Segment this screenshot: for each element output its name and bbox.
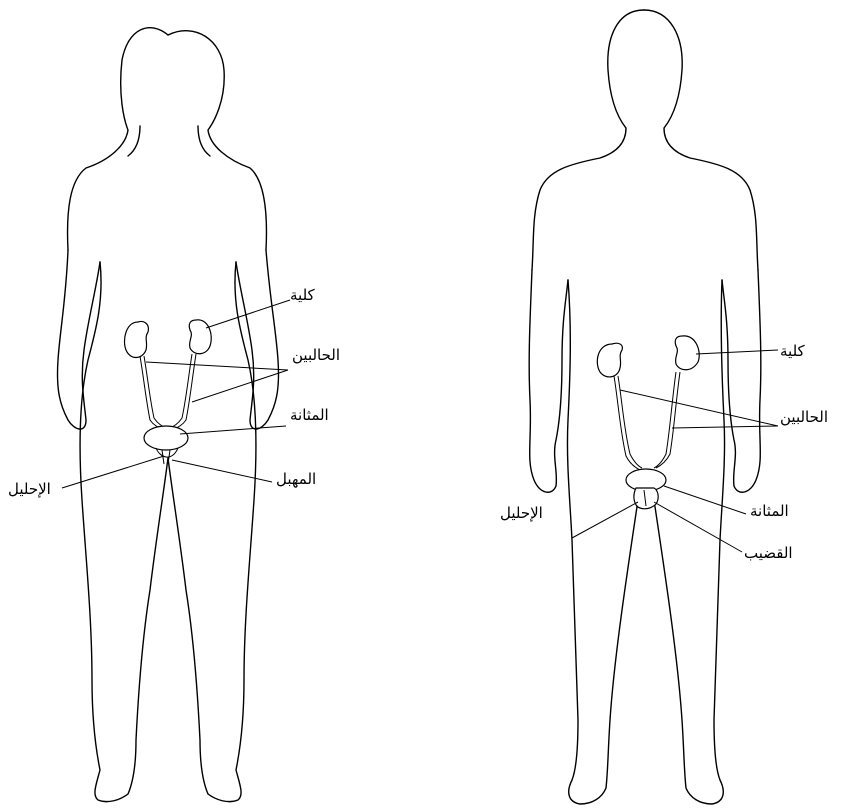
male-kidney-label: كلية: [780, 342, 805, 360]
male-urethra-label: الإحليل: [500, 504, 543, 522]
male-ureters-label: الحالبين: [780, 408, 828, 426]
female-bladder-leader: [180, 426, 286, 434]
male-urethra-leader: [572, 502, 638, 538]
female-head-outline-right: [168, 31, 266, 250]
male-kidney-leader: [696, 350, 778, 354]
male-ureter-left: [614, 376, 640, 470]
female-neck-left: [128, 126, 140, 156]
male-ureter-left-b: [618, 376, 642, 468]
female-vagina-leader: [172, 460, 272, 482]
male-left-arm: [529, 270, 568, 492]
male-kidney-right: [675, 336, 699, 370]
female-ureters-leader-2: [192, 370, 288, 402]
male-head-outline: [532, 10, 644, 270]
male-body-outline: [567, 280, 724, 804]
female-kidney-right: [189, 320, 211, 354]
female-head-outline: [68, 28, 168, 250]
male-bladder-label: المثانة: [750, 502, 789, 520]
male-head-outline-right: [644, 10, 758, 270]
male-ureter-right: [656, 372, 680, 468]
male-penis-leader: [654, 502, 742, 552]
male-penis-label: القضيب: [744, 544, 793, 562]
male-figure: [529, 10, 778, 804]
female-ureters-leader-1: [146, 362, 288, 370]
female-urethra-label: الإحليل: [8, 480, 51, 498]
female-ureter-left: [140, 356, 164, 430]
male-ureters-leader-2: [672, 426, 778, 428]
female-ureter-right: [172, 354, 196, 430]
female-bladder: [144, 426, 188, 450]
female-urethra-leader: [62, 456, 164, 488]
female-body-outline: [80, 262, 256, 802]
male-ureters-leader-1: [620, 390, 778, 426]
female-bladder-label: المثانة: [290, 406, 329, 424]
female-vagina-label: المهبل: [276, 470, 316, 488]
female-ureter-left-b: [144, 356, 166, 428]
female-figure: [57, 28, 290, 802]
male-kidney-left: [597, 343, 622, 377]
male-bladder-leader: [664, 486, 746, 514]
female-ureter-right-b: [170, 354, 192, 428]
male-right-arm: [722, 270, 761, 492]
female-ureters-label: الحالبين: [292, 346, 340, 364]
female-kidney-label: كلية: [290, 286, 315, 304]
female-kidney-left: [125, 321, 149, 357]
male-ureter-right-b: [654, 372, 676, 468]
